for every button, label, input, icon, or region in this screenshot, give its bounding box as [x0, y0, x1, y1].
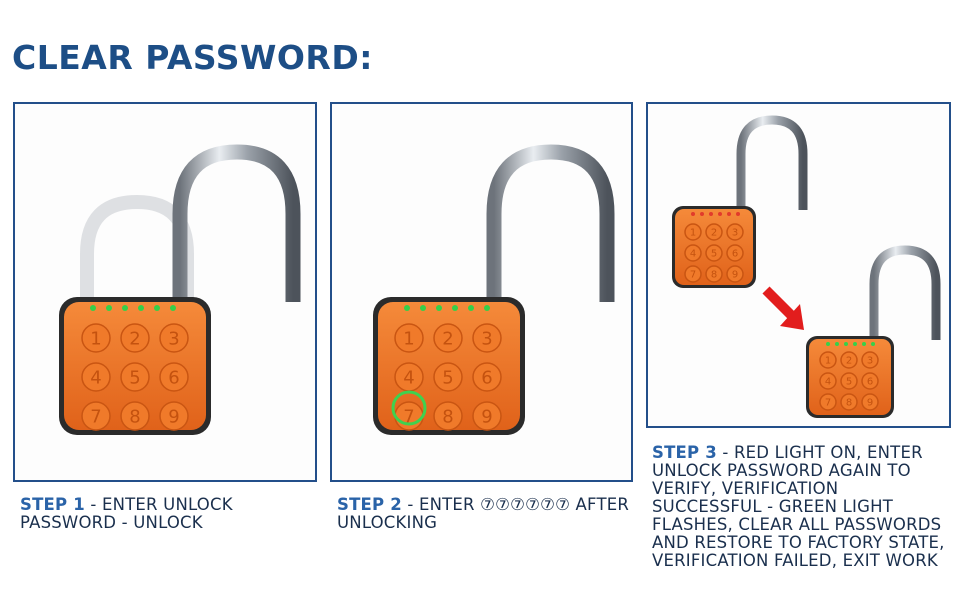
key-7[interactable]: 7	[819, 393, 837, 411]
key-label: 4	[403, 367, 414, 388]
padlock-illustration: 1 2 3 4 5 6 7 8 9	[59, 144, 301, 435]
key-2[interactable]: 2	[433, 323, 463, 353]
key-label: 2	[129, 328, 140, 349]
key-6[interactable]: 6	[726, 244, 744, 262]
key-4[interactable]: 4	[819, 372, 837, 390]
key-label: 7	[90, 406, 101, 427]
key-label: 9	[168, 406, 179, 427]
key-4[interactable]: 4	[81, 362, 111, 392]
key-9[interactable]: 9	[861, 393, 879, 411]
step-label: STEP 3	[652, 443, 717, 462]
key-2[interactable]: 2	[705, 223, 723, 241]
key-label: 8	[846, 398, 852, 409]
key-label: 6	[481, 367, 492, 388]
key-label: 4	[690, 249, 696, 260]
key-3[interactable]: 3	[861, 351, 879, 369]
key-7[interactable]: 7	[394, 401, 424, 431]
led-row	[404, 305, 490, 311]
step-2-caption: STEP 2 - ENTER ⑦⑦⑦⑦⑦⑦ AFTER UNLOCKING	[337, 496, 637, 532]
key-2[interactable]: 2	[840, 351, 858, 369]
key-6[interactable]: 6	[861, 372, 879, 390]
step-label: STEP 2	[337, 495, 402, 514]
key-label: 2	[846, 356, 852, 367]
key-8[interactable]: 8	[120, 401, 150, 431]
keypad[interactable]: 1 2 3 4 5 6 7 8 9	[684, 223, 744, 283]
led-row	[90, 305, 176, 311]
key-label: 6	[732, 249, 738, 260]
key-label: 6	[168, 367, 179, 388]
key-label: 7	[403, 406, 414, 427]
key-9[interactable]: 9	[472, 401, 502, 431]
led-row	[826, 342, 875, 346]
key-label: 1	[825, 356, 831, 367]
key-1[interactable]: 1	[684, 223, 702, 241]
key-5[interactable]: 5	[120, 362, 150, 392]
key-8[interactable]: 8	[433, 401, 463, 431]
step-text: - RED LIGHT ON, ENTER UNLOCK PASSWORD AG…	[652, 443, 945, 570]
key-label: 2	[442, 328, 453, 349]
key-label: 3	[732, 228, 738, 239]
key-label: 5	[442, 367, 453, 388]
key-3[interactable]: 3	[472, 323, 502, 353]
step-text: - ENTER ⑦⑦⑦⑦⑦⑦ AFTER UNLOCKING	[337, 495, 630, 532]
key-label: 5	[711, 249, 717, 260]
key-1[interactable]: 1	[81, 323, 111, 353]
step-3-caption: STEP 3 - RED LIGHT ON, ENTER UNLOCK PASS…	[652, 444, 952, 570]
key-label: 2	[711, 228, 717, 239]
key-label: 3	[867, 356, 873, 367]
key-label: 1	[403, 328, 414, 349]
key-label: 8	[711, 270, 717, 281]
key-label: 1	[90, 328, 101, 349]
key-label: 1	[690, 228, 696, 239]
padlock-illustration: 1 2 3 4 5 6 7 8 9	[373, 144, 615, 435]
keypad[interactable]: 1 2 3 4 5 6 7 8 9	[819, 351, 879, 411]
step-2-panel: 1 2 3 4 5 6 7 8 9	[330, 102, 633, 482]
arrow-icon	[762, 286, 804, 330]
key-7[interactable]: 7	[684, 265, 702, 283]
key-label: 7	[690, 270, 696, 281]
key-5[interactable]: 5	[705, 244, 723, 262]
key-label: 6	[867, 377, 873, 388]
key-label: 3	[168, 328, 179, 349]
key-label: 4	[90, 367, 101, 388]
key-label: 4	[825, 377, 831, 388]
key-label: 8	[442, 406, 453, 427]
key-4[interactable]: 4	[684, 244, 702, 262]
highlight-ring-7	[391, 390, 427, 426]
key-label: 5	[129, 367, 140, 388]
key-9[interactable]: 9	[159, 401, 189, 431]
key-8[interactable]: 8	[705, 265, 723, 283]
step-1-panel: 1 2 3 4 5 6 7 8 9	[13, 102, 317, 482]
key-3[interactable]: 3	[159, 323, 189, 353]
key-5[interactable]: 5	[840, 372, 858, 390]
page-title: CLEAR PASSWORD:	[12, 38, 373, 77]
key-label: 9	[867, 398, 873, 409]
step-1-caption: STEP 1 - ENTER UNLOCK PASSWORD - UNLOCK	[20, 496, 310, 532]
key-label: 3	[481, 328, 492, 349]
key-label: 9	[481, 406, 492, 427]
padlock-sequence-illustration: 1 2 3 4 5 6 7 8 9 1 2 3 4 5 6 7 8 9	[672, 115, 941, 418]
key-3[interactable]: 3	[726, 223, 744, 241]
keypad[interactable]: 1 2 3 4 5 6 7 8 9	[81, 323, 189, 431]
step-label: STEP 1	[20, 495, 85, 514]
key-label: 7	[825, 398, 831, 409]
key-6[interactable]: 6	[472, 362, 502, 392]
led-row-red	[691, 212, 740, 216]
key-label: 8	[129, 406, 140, 427]
keypad[interactable]: 1 2 3 4 5 6 7 8 9	[394, 323, 502, 431]
key-2[interactable]: 2	[120, 323, 150, 353]
key-5[interactable]: 5	[433, 362, 463, 392]
key-1[interactable]: 1	[394, 323, 424, 353]
key-6[interactable]: 6	[159, 362, 189, 392]
key-8[interactable]: 8	[840, 393, 858, 411]
key-7[interactable]: 7	[81, 401, 111, 431]
key-9[interactable]: 9	[726, 265, 744, 283]
step-text: - ENTER UNLOCK PASSWORD - UNLOCK	[20, 495, 233, 532]
key-4[interactable]: 4	[394, 362, 424, 392]
key-1[interactable]: 1	[819, 351, 837, 369]
step-3-panel: 1 2 3 4 5 6 7 8 9 1 2 3 4 5 6 7 8 9	[646, 102, 951, 428]
key-label: 5	[846, 377, 852, 388]
key-label: 9	[732, 270, 738, 281]
